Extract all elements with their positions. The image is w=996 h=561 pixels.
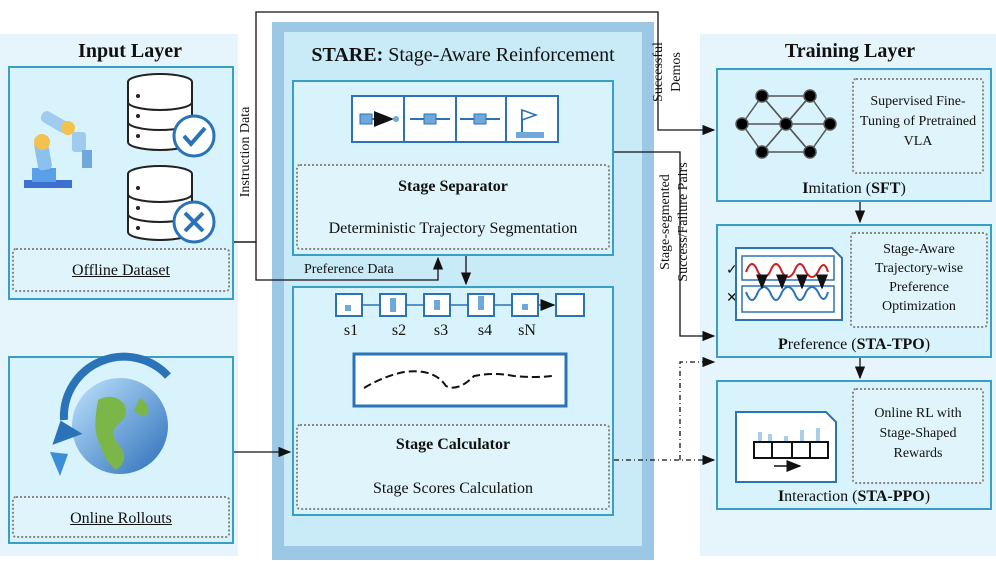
tpo-label-rest: reference ( [787,336,857,353]
tpo-label-bold: STA-TPO [856,336,925,353]
database-check-icon [127,73,216,158]
sft-label-initial: I [802,180,809,197]
database-cross-icon [127,165,216,244]
sft-label: Imitation (SFT) [716,180,992,198]
stage-label-s4: s4 [477,322,493,339]
stage-label-s1: s1 [343,322,359,339]
tpo-cross: ✕ [726,291,738,306]
stare-title-rest: Stage-Aware Reinforcement [383,44,615,66]
online-rollouts-label-box [12,496,230,538]
tpo-label: Preference (STA-TPO) [716,336,992,354]
preference-waves-icon [735,247,843,321]
sft-desc-box [852,78,984,174]
ppo-label-end: ) [924,488,931,505]
online-rollouts-label: Online Rollouts [70,510,172,527]
preference-data-label: Preference Data [304,262,394,277]
score-curve-icon [352,352,568,408]
tpo-label-end: ) [924,336,931,353]
stage-calculator-desc: Stage Scores Calculation [373,480,533,497]
stage-calculator-inner [296,424,610,510]
tpo-desc-box [850,232,988,328]
ppo-label-bold: STA-PPO [857,488,925,505]
stage-label-sN: sN [518,322,536,339]
sft-label-rest: mitation ( [808,180,872,197]
trajectory-strip-icon [351,95,559,143]
ppo-label-initial: I [777,488,785,505]
ppo-label: Interaction (STA-PPO) [716,488,992,506]
training-layer-title: Training Layer [784,40,916,62]
sft-label-bold: SFT [871,180,901,197]
stage-label-s3: s3 [433,322,449,339]
sft-label-end: ) [900,180,906,197]
robot-arm-icon [24,111,92,188]
stage-label-s2: s2 [391,322,407,339]
tpo-label-initial: P [777,336,788,353]
reward-bars-icon [735,411,837,483]
connectors [234,11,866,466]
stare-title-bold: STARE: [311,44,384,66]
stage-separator-title: Stage Separator [398,178,508,195]
globe-refresh-icon [50,352,171,476]
tpo-desc: Stage-Aware Trajectory-wise Preference O… [874,242,964,314]
input-layer-title: Input Layer [78,40,182,62]
stage-blocks-row [335,293,585,317]
tpo-check: ✓ [726,263,738,278]
stare-title: STARE: Stage-Aware Reinforcement [284,44,642,67]
ppo-desc: Online RL with Stage-Shaped Rewards [874,406,962,461]
offline-dataset-label-box [12,248,230,292]
ppo-label-rest: nteraction ( [784,488,858,505]
sft-desc: Supervised Fine-Tuning of Pretrained VLA [859,94,977,149]
offline-dataset-label: Offline Dataset [72,262,170,279]
stage-separator-desc: Deterministic Trajectory Segmentation [328,220,578,237]
ppo-desc-box [852,388,984,484]
stage-separator-inner [296,164,610,250]
neural-network-icon [735,89,837,159]
stage-calculator-title: Stage Calculator [395,436,511,453]
